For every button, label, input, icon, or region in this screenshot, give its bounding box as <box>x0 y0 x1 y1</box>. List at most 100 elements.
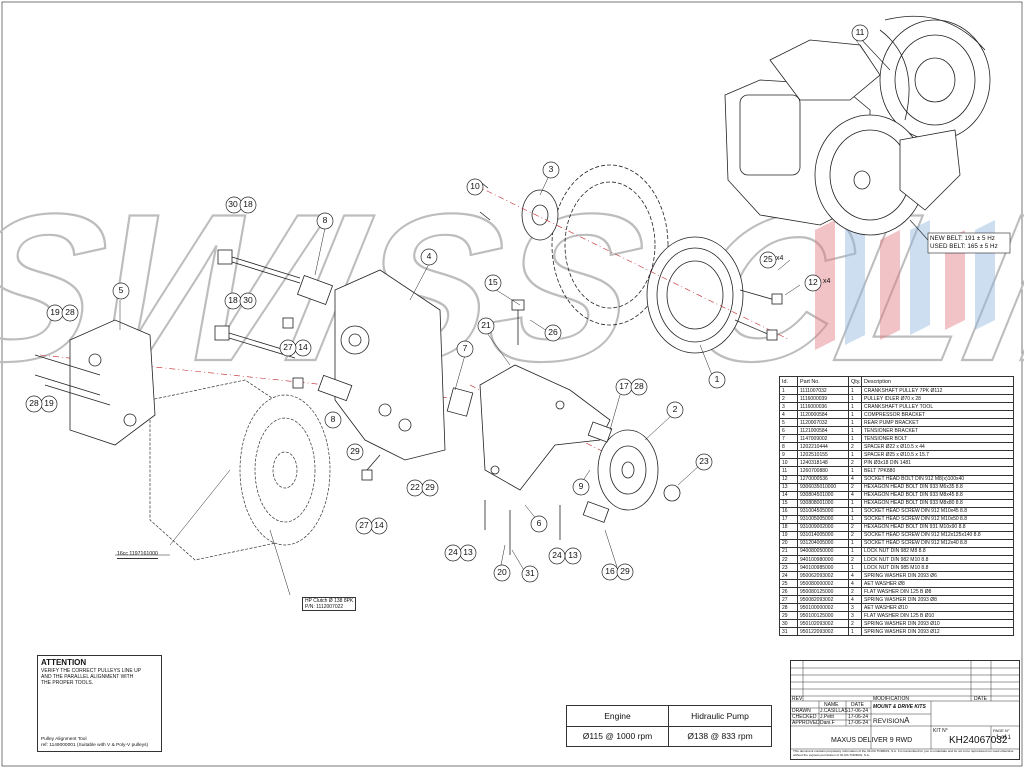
callout-2: 2 <box>672 404 678 414</box>
callout-29: 29 <box>350 446 360 456</box>
bom-qty: 2 <box>848 482 862 492</box>
bolts-left <box>214 249 381 481</box>
bom-part-no: 1147009002 <box>797 434 849 444</box>
callout-10: 10 <box>470 181 480 191</box>
bom-header-part: Part No. <box>797 376 849 387</box>
bom-description: SPACER Ø25 x Ø10.5 x 15.7 <box>861 450 1014 460</box>
bom-id: 18 <box>779 522 798 532</box>
tb-page-label: PAGE N° <box>993 728 1010 733</box>
bom-qty: 1 <box>848 402 862 412</box>
tb-approved-label: APPROVED <box>792 720 820 726</box>
callout-24: 24 <box>448 547 458 557</box>
callout-30b: 30 <box>243 295 253 305</box>
bom-description: PIN Ø3x18 DIN 1481 <box>861 458 1014 468</box>
bom-part-no: 1116000036 <box>797 402 849 412</box>
bom-part-no: 950122093002 <box>797 627 849 637</box>
bom-id: 23 <box>779 563 798 573</box>
callout-27b: 27 <box>359 520 369 530</box>
tb-date: DATE <box>974 696 987 702</box>
bom-part-no: 950100000002 <box>797 603 849 613</box>
callout-7: 7 <box>462 343 468 353</box>
tb-kit-label: KIT N° <box>933 728 948 734</box>
bom-qty: 2 <box>848 530 862 540</box>
bom-id: 7 <box>779 434 798 444</box>
bom-part-no: 931005005000 <box>797 514 849 524</box>
engine-header: Engine <box>567 706 669 727</box>
bom-part-no: 950100125000 <box>797 611 849 621</box>
bom-id: 26 <box>779 587 798 597</box>
bom-qty: 1 <box>848 410 862 420</box>
callout-23: 23 <box>699 456 709 466</box>
bom-qty: 1 <box>848 466 862 476</box>
callout-29b: 29 <box>425 482 435 492</box>
bom-qty: 2 <box>848 442 862 452</box>
bom-description: HEXAGON HEAD BOLT DIN 931 M10x90 8.8 <box>861 522 1014 532</box>
bom-part-no: 940100980000 <box>797 554 849 565</box>
bom-description: SPRING WASHER DIN 2093 Ø6 <box>861 571 1014 581</box>
belt-note <box>909 219 1011 254</box>
tb-drawn-date: 17-06-24 <box>848 708 869 714</box>
bom-qty: 1 <box>848 394 862 404</box>
callout-11: 11 <box>855 27 865 37</box>
callout-16: 16 <box>605 566 615 576</box>
clutch-label: HP Clutch Ø 138 8PK P/N: 1112007022 <box>302 597 357 611</box>
bom-description: AET WASHER Ø8 <box>861 579 1014 589</box>
bom-description: HEXAGON HEAD BOLT DIN 933 M8x45 8.8 <box>861 490 1014 500</box>
bom-description: PULLEY IDLER Ø70 x 28 <box>861 394 1014 404</box>
bom-description: SOCKET HEAD BOLT DIN 912 M8(x)100x40 <box>861 474 1014 484</box>
callout-31: 31 <box>525 568 535 578</box>
bom-part-no: 1111007032 <box>797 385 849 396</box>
callout-14: 14 <box>298 342 308 352</box>
tb-description: MAXUS DELIVER 9 RWD <box>831 737 913 744</box>
tb-checked-date: 17-06-24 <box>848 714 869 720</box>
callout-18b: 18 <box>228 295 238 305</box>
bom-description: FLAT WASHER DIN 125 B Ø10 <box>861 611 1014 621</box>
bom-id: 31 <box>779 627 798 637</box>
bom-header-desc: Description <box>861 376 1014 387</box>
bom-description: SOCKET HEAD SCREW DIN 912 M12x40 8.8 <box>861 538 1014 548</box>
bom-part-no: 1240318148 <box>797 458 849 468</box>
bom-part-no: 9306035010000 <box>797 482 849 492</box>
bom-description: SOCKET HEAD SCREW DIN 912 M10x50 8.8 <box>861 514 1014 524</box>
bom-part-no: 950082093002 <box>797 595 849 605</box>
callout-19: 19 <box>50 307 60 317</box>
attention-line-2: AND THE PARALLEL ALIGNMENT WITH <box>41 674 134 680</box>
bom-header-row: Id. Part No. Qty. Description <box>779 376 1014 387</box>
engine-value: Ø115 @ 1000 rpm <box>567 727 669 746</box>
assembled-view <box>724 15 991 236</box>
bom-description: LOCK NUT DIN 985 M10 8.8 <box>861 563 1014 573</box>
callout-15: 15 <box>488 277 498 287</box>
bom-part-no: 1202510155 <box>797 450 849 460</box>
bom-part-no: 950062093002 <box>797 571 849 581</box>
bom-id: 29 <box>779 611 798 621</box>
bom-description: FLAT WASHER DIN 125 B Ø8 <box>861 587 1014 597</box>
bom-qty: 4 <box>848 595 862 605</box>
bom-part-no: 1120000584 <box>797 410 849 420</box>
tb-drawn-name: J.CASILLAS <box>820 708 848 714</box>
pulley-ratio-table: Engine Hidraulic Pump Ø115 @ 1000 rpm Ø1… <box>566 705 772 747</box>
bom-part-no: 1120007032 <box>797 418 849 428</box>
bom-qty: 1 <box>848 498 862 508</box>
bom-qty: 1 <box>848 385 862 396</box>
bom-part-no: 930808001000 <box>797 498 849 508</box>
tb-checked-label: CHECKED <box>792 714 817 720</box>
callout-27: 27 <box>283 342 293 352</box>
bom-id: 27 <box>779 595 798 605</box>
rear-pump-bracket <box>34 319 156 446</box>
